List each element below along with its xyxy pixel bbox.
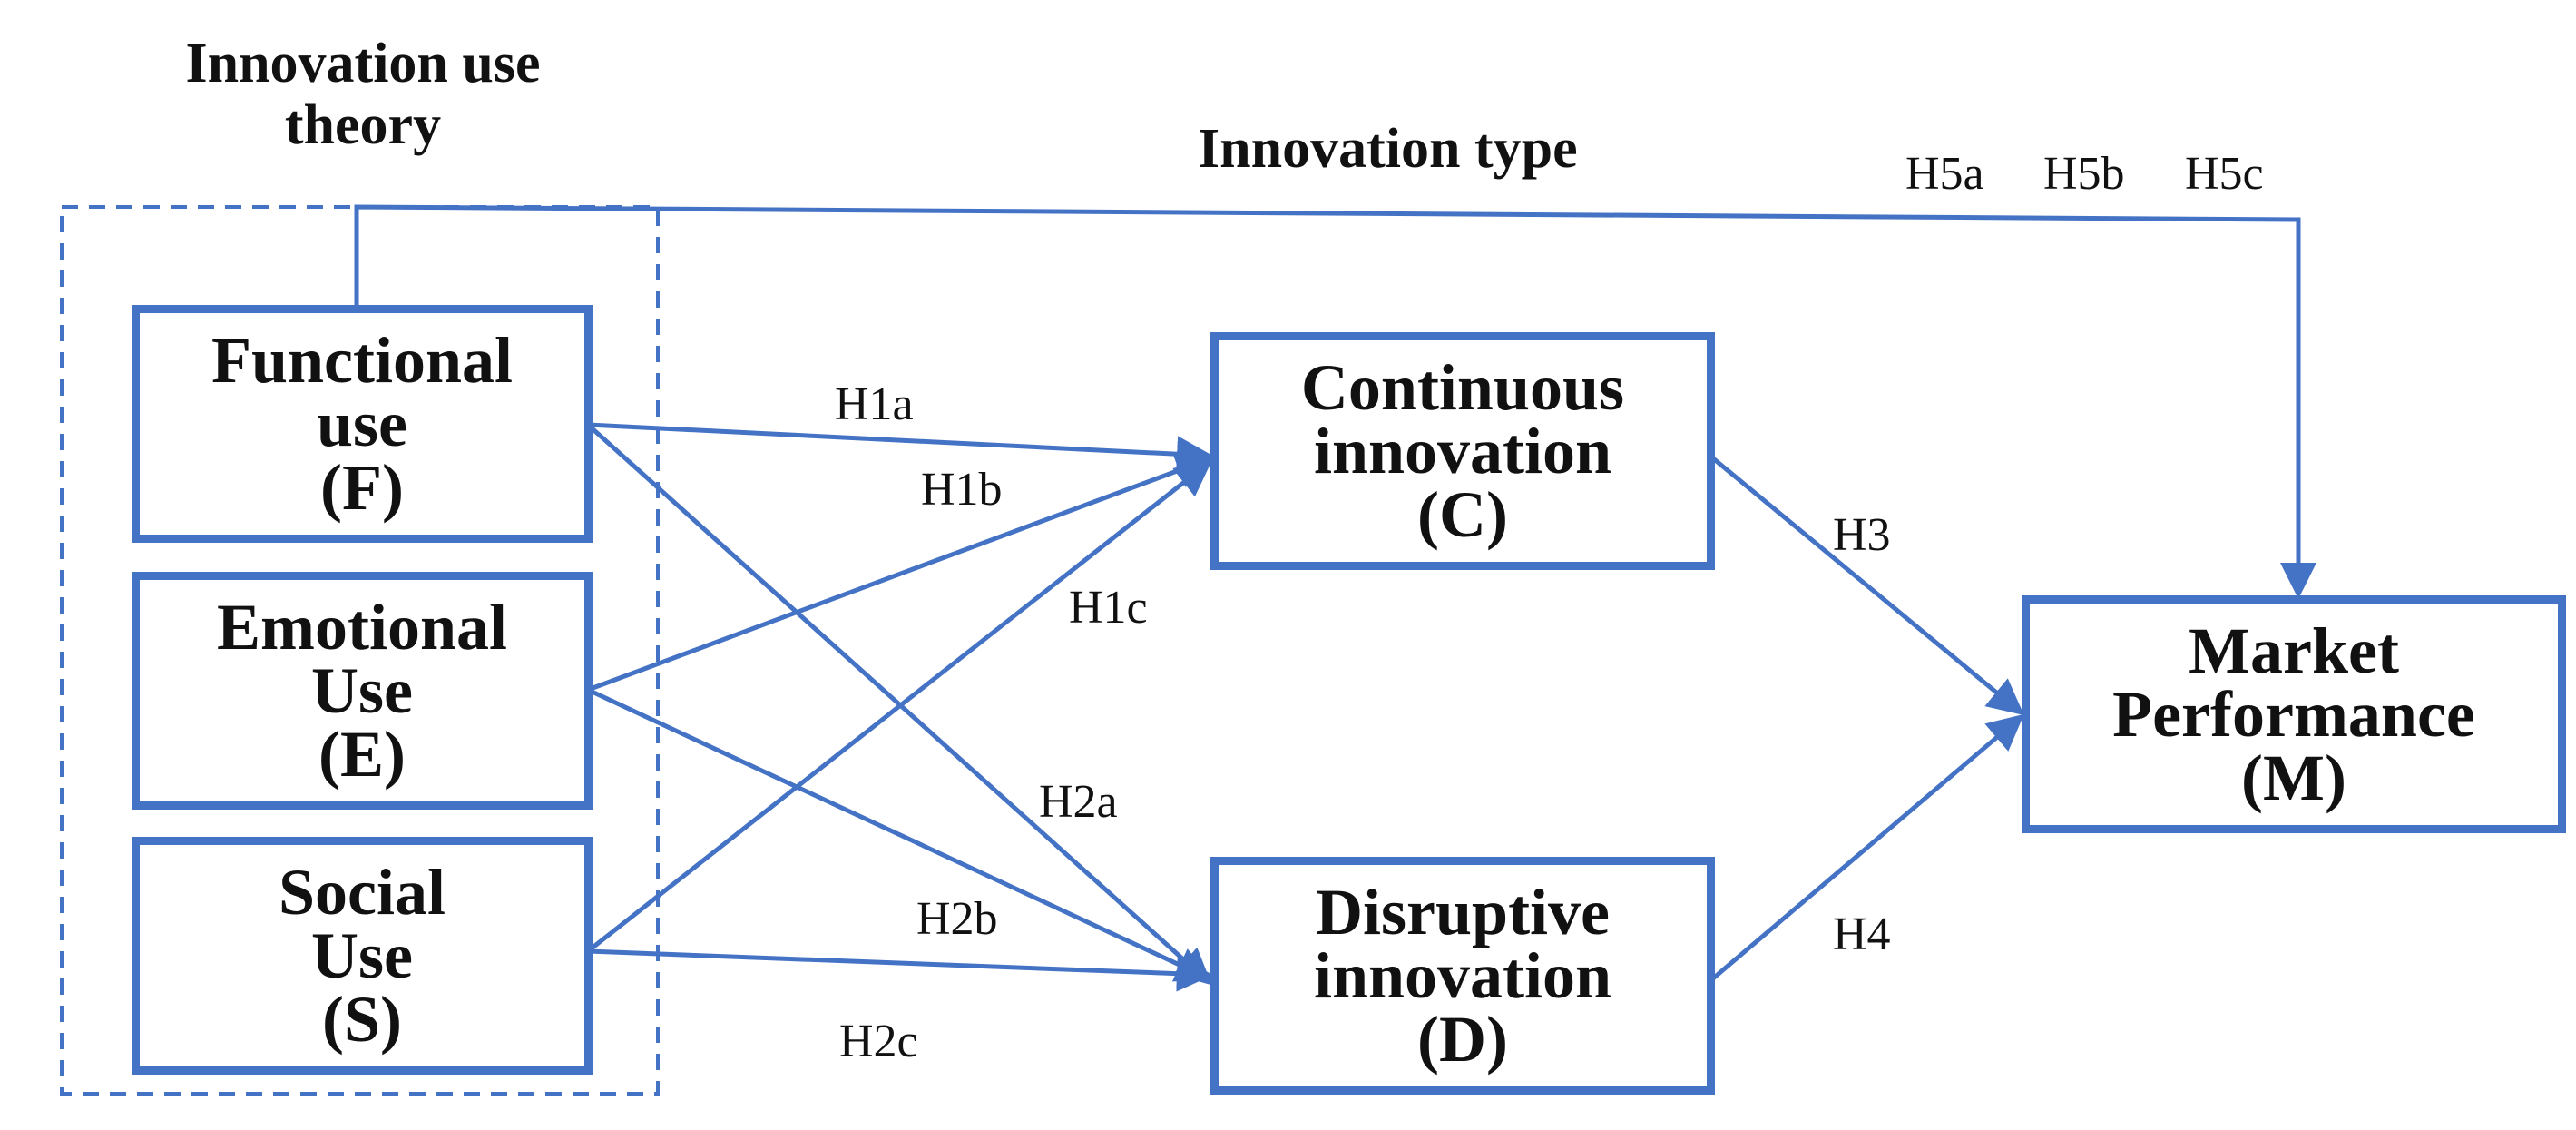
continuous-innovation-label-3: (C): [1417, 478, 1508, 551]
theory-heading-line-2: theory: [284, 94, 442, 156]
arrow-emotional-to-continuous: [587, 453, 1213, 693]
market-performance-label-2: Performance: [2112, 678, 2475, 751]
continuous-innovation-label-1: Continuous: [1300, 351, 1625, 424]
disruptive-innovation-box: Disruptive innovation (D): [1210, 857, 1715, 1095]
market-performance-label-3: (M): [2241, 742, 2346, 814]
disruptive-innovation-label-1: Disruptive: [1316, 876, 1610, 948]
social-use-label-3: (S): [322, 983, 402, 1056]
arrow-continuous-to-market: [1711, 457, 2024, 716]
emotional-use-label-2: Use: [311, 654, 413, 727]
disruptive-innovation-label-2: innovation: [1313, 939, 1612, 1012]
emotional-use-label-1: Emotional: [216, 591, 508, 663]
market-performance-box: Market Performance (M): [2022, 595, 2566, 833]
arrow-social-to-continuous: [586, 459, 1212, 953]
hypothesis-h5b-label: H5b: [2043, 148, 2125, 200]
arrow-functional-to-continuous: [587, 422, 1213, 473]
hypothesis-h2a-label: H2a: [1039, 776, 1118, 828]
functional-use-label-1: Functional: [211, 324, 514, 397]
disruptive-innovation-label-3: (D): [1417, 1003, 1508, 1076]
functional-use-box: Functional use (F): [132, 305, 593, 543]
social-use-label-1: Social: [278, 856, 446, 929]
hypothesis-h1a-label: H1a: [835, 378, 914, 430]
functional-use-label-2: use: [316, 388, 408, 460]
arrow-disruptive-to-market: [1711, 713, 2024, 980]
functional-use-label-3: (F): [320, 451, 404, 524]
hypothesis-h5a-label: H5a: [1905, 148, 1984, 200]
hypothesis-h2c-label: H2c: [839, 1016, 918, 1067]
innovation-type-heading: Innovation type: [1198, 118, 1578, 180]
hypothesis-h2b-label: H2b: [916, 893, 998, 945]
hypothesis-h1b-label: H1b: [921, 464, 1003, 516]
continuous-innovation-label-2: innovation: [1313, 415, 1612, 487]
arrow-social-to-disruptive: [587, 948, 1213, 992]
market-performance-label-1: Market: [2189, 614, 2399, 687]
arrow-emotional-to-disruptive: [586, 687, 1213, 982]
emotional-use-label-3: (E): [318, 718, 406, 791]
hypothesis-h3-label: H3: [1833, 509, 1891, 561]
hypothesis-h4-label: H4: [1833, 909, 1891, 960]
social-use-box: Social Use (S): [132, 837, 593, 1075]
emotional-use-box: Emotional Use (E): [132, 572, 593, 810]
theory-heading-line-1: Innovation use: [185, 33, 541, 94]
hypothesis-h1c-label: H1c: [1069, 582, 1148, 634]
social-use-label-2: Use: [311, 919, 413, 992]
arrow-functional-to-disruptive: [586, 423, 1212, 986]
continuous-innovation-box: Continuous innovation (C): [1210, 332, 1715, 570]
theory-heading: Innovation use theory: [109, 33, 617, 156]
arrow-theory-to-market: [354, 204, 2316, 599]
theory-group-boundary: [60, 205, 660, 1096]
hypothesis-h5c-label: H5c: [2185, 148, 2264, 200]
